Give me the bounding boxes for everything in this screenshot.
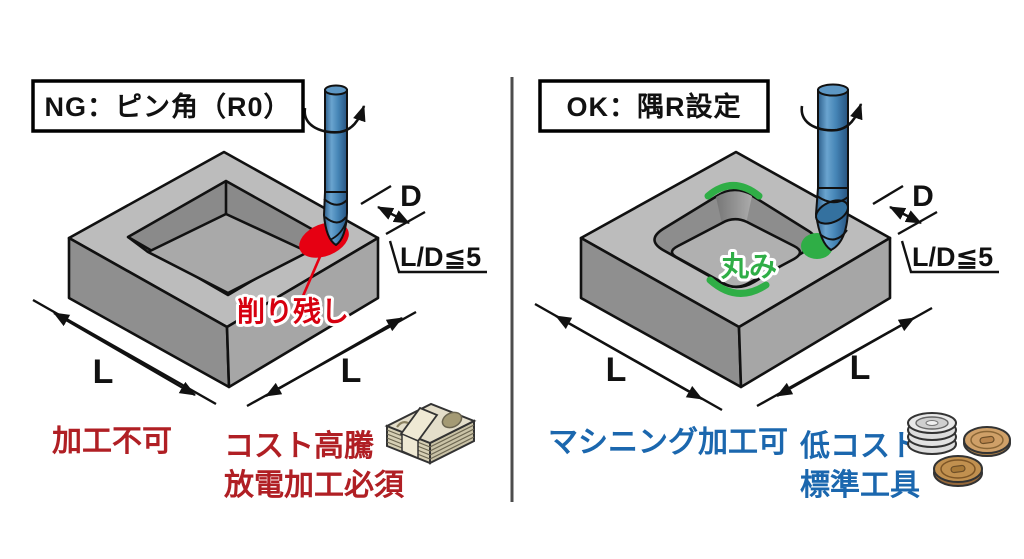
tool-shank-top: [324, 84, 348, 96]
ld-ratio-label: L/D≦5: [400, 242, 481, 272]
dim-l-label: L: [93, 353, 114, 391]
dimension-l-right: L: [756, 306, 933, 408]
dimension-ld-ratio: L/D≦5: [900, 240, 999, 274]
corner-radius-arc-bottom: [706, 276, 770, 297]
ng-title: NG：ピン角（R0）: [44, 91, 291, 122]
left-panel-ng: NG：ピン角（R0） D L/D≦5 L L 削り残し 加工不可: [31, 79, 487, 502]
corner-radius-arc-top: [704, 182, 763, 200]
ok-machinability-caption: マシニング加工可: [548, 426, 788, 459]
pocket-floor: [670, 217, 802, 289]
end-mill-tool: [323, 84, 348, 246]
ng-cost-caption-line1: コスト高騰: [224, 430, 375, 463]
pocket-floor: [146, 212, 310, 295]
roundness-label: 丸み: [720, 251, 777, 282]
pocket-corner-round-surface: [716, 191, 752, 224]
end-mill-tool: [815, 83, 849, 251]
ng-cost-caption-line2: 放電加工必須: [223, 469, 405, 502]
ng-title-box: NG：ピン角（R0）: [31, 79, 305, 133]
ok-cost-caption-line1: 低コスト: [799, 430, 920, 463]
ng-machinability-caption: 加工不可: [52, 425, 172, 458]
dimension-l-right: L: [246, 310, 417, 408]
flute-edge: [323, 198, 348, 206]
ok-title: OK：隅R設定: [567, 91, 742, 122]
dimension-d: D: [872, 180, 938, 236]
rotation-arrow-icon: [303, 105, 366, 134]
coins-icon: [907, 412, 1011, 487]
dim-l-label: L: [606, 351, 627, 389]
dim-d-label: D: [400, 180, 422, 213]
dimension-d: D: [360, 180, 426, 236]
flute-edge: [324, 216, 347, 224]
ok-title-box: OK：隅R設定: [538, 79, 770, 133]
flute-edge: [816, 195, 849, 204]
dim-l-label: L: [341, 352, 362, 390]
tool-shank: [817, 89, 849, 189]
right-panel-ok: OK：隅R設定 D L/D≦5 L L 丸み マシニング加工可 低: [534, 79, 1011, 502]
flute-edge: [820, 229, 848, 241]
pocket-corner-edge: [127, 235, 149, 254]
flute-facet: [815, 199, 849, 225]
dim-d-label: D: [912, 180, 934, 213]
ok-cost-caption-line2: 標準工具: [800, 468, 920, 502]
defect-label: 削り残し: [237, 296, 349, 327]
tool-shank: [324, 89, 348, 193]
title-frame: [31, 79, 305, 133]
defect-leader-line: [301, 251, 324, 297]
dimension-l-left: L: [32, 298, 217, 406]
dim-l-label: L: [850, 349, 871, 387]
dimension-ld-ratio: L/D≦5: [388, 240, 487, 274]
tool-shank-top: [817, 83, 849, 97]
flute-edge: [329, 221, 347, 241]
block-right-face: [225, 236, 380, 389]
rotation-arrow-icon: [800, 103, 863, 132]
dimension-l-left: L: [534, 302, 723, 412]
ld-ratio-label: L/D≦5: [912, 242, 993, 272]
title-frame: [538, 79, 770, 133]
banknote-stack-icon: [384, 402, 477, 465]
